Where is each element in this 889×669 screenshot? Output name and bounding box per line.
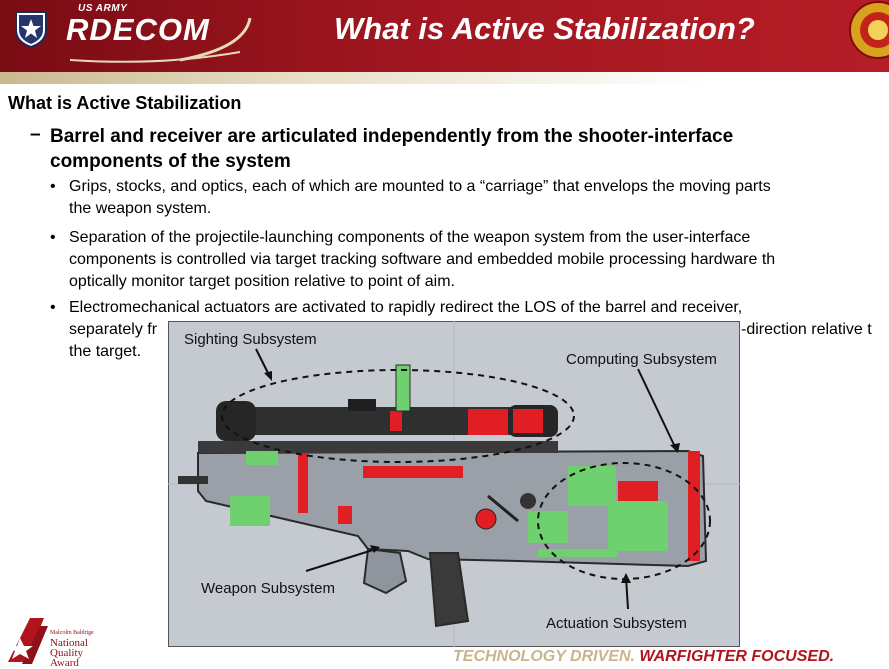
- weapon-subsystem-label: Weapon Subsystem: [201, 580, 335, 597]
- bullet-3-line-2-tail: -direction relative t: [741, 321, 872, 338]
- bullet-1-text: Grips, stocks, and optics, each of which…: [69, 176, 771, 220]
- subheading-line-1: Barrel and receiver are articulated inde…: [50, 126, 734, 147]
- dash-marker: –: [30, 124, 41, 145]
- bullet-marker-1: •: [50, 178, 56, 195]
- logo-swoosh-icon: [69, 17, 252, 63]
- computing-subsystem-label: Computing Subsystem: [566, 351, 717, 368]
- footer-tagline: TECHNOLOGY DRIVEN. WARFIGHTER FOCUSED.: [453, 648, 834, 666]
- bullet-1-line-1: Grips, stocks, and optics, each of which…: [69, 178, 771, 195]
- section-heading: What is Active Stabilization: [8, 93, 242, 113]
- army-star-logo-icon: [15, 11, 47, 48]
- tagline-part-1: TECHNOLOGY DRIVEN.: [453, 648, 635, 665]
- bullet-3-line-2: separately fr: [69, 321, 158, 338]
- org-small-label: US ARMY: [78, 3, 128, 14]
- actuation-subsystem-label: Actuation Subsystem: [546, 615, 687, 632]
- bullet-3-line-3: the target.: [69, 343, 142, 360]
- org-name-logo: RDECOM: [66, 12, 210, 47]
- bullet-2-text: Separation of the projectile-launching c…: [69, 227, 775, 293]
- bullet-3-text: Electromechanical actuators are activate…: [69, 297, 742, 363]
- subheading-line-2: components of the system: [50, 151, 291, 172]
- subheading: Barrel and receiver are articulated inde…: [50, 124, 850, 174]
- bullet-2-line-2: components is controlled via target trac…: [69, 251, 776, 268]
- weapon-subsystems-figure: Sighting Subsystem Computing Subsystem W…: [168, 321, 740, 647]
- bullet-marker-3: •: [50, 299, 56, 316]
- bullet-1-line-2: the weapon system.: [69, 200, 212, 217]
- bullet-2-line-3: optically monitor target position relati…: [69, 273, 455, 290]
- sighting-subsystem-label: Sighting Subsystem: [184, 331, 317, 348]
- header-bar: [0, 0, 889, 72]
- slide-title: What is Active Stabilization?: [334, 11, 755, 46]
- tagline-part-2: WARFIGHTER FOCUSED.: [639, 648, 835, 665]
- award-line-1: Malcolm Baldrige: [50, 630, 94, 636]
- header-accent-band: [0, 72, 889, 84]
- bullet-2-line-1: Separation of the projectile-launching c…: [69, 229, 751, 246]
- award-line-4: Award: [50, 657, 79, 669]
- command-seal-icon: [849, 1, 889, 59]
- award-line-3: Quality: [50, 647, 83, 659]
- bullet-marker-2: •: [50, 229, 56, 246]
- baldrige-award-logo-icon: [8, 618, 48, 664]
- award-text: Malcolm Baldrige National Quality Award: [50, 628, 94, 669]
- bullet-3-line-1: Electromechanical actuators are activate…: [69, 299, 743, 316]
- award-line-2: National: [50, 637, 88, 649]
